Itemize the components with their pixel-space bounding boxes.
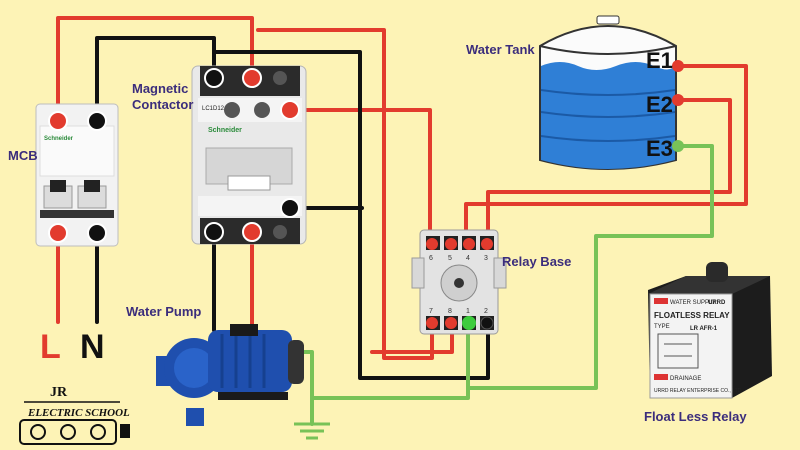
relay-pin-5 xyxy=(445,238,457,250)
black-wire-mcb-to-contactor xyxy=(95,36,216,122)
relay-pin-label-4: 4 xyxy=(466,255,470,262)
relay-title: FLOATLESS RELAY xyxy=(654,311,730,320)
electrode-e3-label: E3 xyxy=(646,136,673,161)
green-wire-earth xyxy=(310,386,470,426)
relay-base-label: Relay Base xyxy=(502,254,571,269)
red-wire-mcb-to-contactor xyxy=(56,16,254,122)
contactor-terminal-13 xyxy=(204,68,224,88)
mcb-top-terminal-n xyxy=(87,111,107,131)
relay-base: 6 5 4 3 7 8 1 2 xyxy=(411,229,507,335)
floatless-relay: WATER SUPPLY URRD FLOATLESS RELAY TYPE L… xyxy=(648,262,772,399)
magnetic-contactor: LC1D12 Schneider xyxy=(191,65,307,245)
relay-drainage: DRAINAGE xyxy=(670,376,701,382)
relay-pin-8 xyxy=(445,317,457,329)
mcb-bottom-terminal-l xyxy=(48,223,68,243)
float-less-relay-label: Float Less Relay xyxy=(644,409,747,424)
red-wire-e2 xyxy=(486,98,732,244)
red-wire-contactor-to-relay-6 xyxy=(256,28,434,360)
contactor-terminal-a2 xyxy=(280,198,300,218)
water-pump-label: Water Pump xyxy=(126,304,201,319)
line-label: L xyxy=(40,328,61,366)
relay-brand: URRD xyxy=(708,300,726,306)
relay-pin-6 xyxy=(426,238,438,250)
electric-school-logo: JR ELECTRIC SCHOOL xyxy=(19,385,130,445)
water-pump xyxy=(156,324,304,426)
relay-maker: URRD RELAY ENTERPRISE CO., LTD xyxy=(654,388,742,394)
logo-mark: JR xyxy=(50,385,68,400)
relay-type-label: TYPE xyxy=(654,324,670,330)
electrode-e2-terminal xyxy=(672,94,684,106)
relay-model: LR AFR-1 xyxy=(690,326,718,332)
relay-pin-label-7: 7 xyxy=(429,308,433,315)
contactor-terminal-14 xyxy=(204,222,224,242)
black-wire-contactor-top-to-relay-2 xyxy=(212,50,490,380)
contactor-brand: Schneider xyxy=(208,127,242,134)
contactor-terminal-22 xyxy=(242,222,262,242)
contactor-label-line2: Contactor xyxy=(132,97,193,112)
relay-pin-label-8: 8 xyxy=(448,308,452,315)
neutral-label: N xyxy=(80,328,105,366)
relay-pin-4 xyxy=(463,238,475,250)
relay-pin-label-2: 2 xyxy=(484,308,488,315)
relay-pin-1 xyxy=(462,316,476,330)
relay-pin-label-3: 3 xyxy=(484,255,488,262)
electrode-e1-label: E1 xyxy=(646,48,673,73)
relay-pin-label-1: 1 xyxy=(466,308,470,315)
mcb-breaker: Schneider xyxy=(35,103,119,247)
relay-pin-2 xyxy=(480,316,494,330)
contactor-model: LC1D12 xyxy=(202,106,225,112)
red-wire-e1 xyxy=(464,64,748,244)
logo-text: ELECTRIC SCHOOL xyxy=(27,407,130,419)
red-wire-a1-to-relay-7 xyxy=(288,108,432,242)
mcb-label: MCB xyxy=(8,148,38,163)
relay-pin-3 xyxy=(481,238,493,250)
plug-icon xyxy=(120,424,130,438)
ground-symbol xyxy=(294,422,330,440)
contactor-terminal-a1 xyxy=(280,100,300,120)
relay-pin-7 xyxy=(426,317,438,329)
wires xyxy=(56,16,748,426)
water-tank xyxy=(539,15,684,170)
contactor-screw xyxy=(273,71,287,85)
electrode-e3-terminal xyxy=(672,140,684,152)
mcb-brand: Schneider xyxy=(44,136,74,142)
tank-water xyxy=(541,62,675,169)
mcb-bottom-terminal-n xyxy=(87,223,107,243)
water-tank-label: Water Tank xyxy=(466,42,535,57)
contactor-label-line1: Magnetic xyxy=(132,81,188,96)
contactor-terminal-21 xyxy=(242,68,262,88)
mcb-top-terminal-l xyxy=(48,111,68,131)
relay-water-supply: WATER SUPPLY xyxy=(670,300,716,306)
electrode-e2-label: E2 xyxy=(646,92,673,117)
relay-pin-label-5: 5 xyxy=(448,255,452,262)
electrode-e1-terminal xyxy=(672,60,684,72)
relay-pin-label-6: 6 xyxy=(429,255,433,262)
